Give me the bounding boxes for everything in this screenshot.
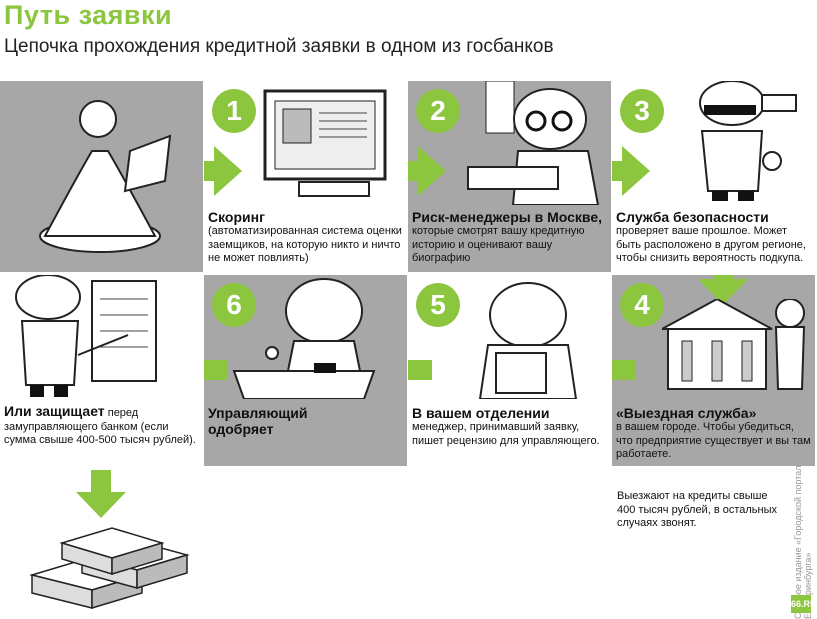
step-4-heading: «Выездная служба» bbox=[616, 405, 757, 421]
arrow-right-icon bbox=[408, 146, 446, 196]
step-1-text: Скоринг (автоматизированная система оцен… bbox=[208, 209, 404, 266]
step-7-heading: Или защищает bbox=[4, 403, 105, 419]
step-3-cell: 3 Служба безопасности проверяет ваше про… bbox=[612, 81, 815, 272]
step-5-number: 5 bbox=[416, 283, 460, 327]
step-1-number: 1 bbox=[212, 89, 256, 133]
step-1-heading: Скоринг bbox=[208, 209, 265, 225]
step-7-body: замуправляющего банком (если сумма свыше… bbox=[4, 420, 196, 447]
arrow-right-icon bbox=[612, 146, 650, 196]
step-1-cell: 1 Скоринг (автоматизированная система оц… bbox=[204, 81, 407, 272]
step-1-body: (автоматизированная система оценки заемщ… bbox=[208, 225, 402, 264]
security-agent-icon bbox=[699, 81, 797, 201]
step-4-cell: 4 «Выездная служба» в вашем городе. Чтоб… bbox=[612, 275, 815, 466]
credit-text: Сетевое издание «Городской портал Екатер… bbox=[793, 465, 813, 619]
step-7-cell: Или защищает перед замуправляющего банко… bbox=[0, 275, 203, 466]
step-7-text: Или защищает перед замуправляющего банко… bbox=[4, 403, 200, 448]
bank-clerk-icon bbox=[478, 282, 578, 399]
site-logo: 66.RU bbox=[791, 595, 817, 613]
step-2-cell: 2 Риск-менеджеры в Москве, которые смотр… bbox=[408, 81, 611, 272]
applicant-figure-icon bbox=[39, 100, 172, 253]
step-6-number: 6 bbox=[212, 283, 256, 327]
risk-manager-icon bbox=[467, 81, 600, 205]
monitor-icon bbox=[263, 89, 387, 197]
step-3-number: 3 bbox=[620, 89, 664, 133]
arrow-down-icon bbox=[76, 470, 126, 518]
arrow-down-icon bbox=[698, 275, 748, 305]
step-7-heading-tail: перед bbox=[107, 407, 139, 419]
step-2-number: 2 bbox=[416, 89, 460, 133]
page-title: Путь заявки bbox=[4, 0, 173, 30]
arrow-left-icon bbox=[612, 360, 636, 380]
step-5-text: В вашем отделении менеджер, принимавший … bbox=[412, 405, 608, 448]
money-stacks-icon bbox=[29, 527, 190, 610]
step-6-heading: Управляющий одобряет bbox=[208, 405, 308, 437]
step-4-note: Выезжают на кредиты свыше 400 тысяч рубл… bbox=[617, 490, 777, 529]
step-2-heading: Риск-менеджеры в Москве, bbox=[412, 209, 603, 225]
step-2-body: которые смотрят вашу кредитную историю и… bbox=[412, 225, 585, 264]
step-2-text: Риск-менеджеры в Москве, которые смотрят… bbox=[412, 209, 608, 266]
step-4-text: «Выездная служба» в вашем городе. Чтобы … bbox=[616, 405, 812, 462]
step-3-body: проверяет ваше прошлое. Может быть распо… bbox=[616, 225, 806, 264]
page-subtitle: Цепочка прохождения кредитной заявки в о… bbox=[4, 36, 554, 57]
step-4-body: в вашем городе. Чтобы убедиться, что пре… bbox=[616, 421, 811, 460]
start-cell bbox=[0, 81, 203, 272]
step-3-heading: Служба безопасности bbox=[616, 209, 769, 225]
step-6-text: Управляющий одобряет bbox=[208, 405, 404, 437]
office-building-icon bbox=[662, 299, 806, 390]
manager-desk-icon bbox=[232, 278, 376, 399]
steps-grid: 1 Скоринг (автоматизированная система оц… bbox=[0, 81, 817, 466]
arrow-left-icon bbox=[204, 360, 228, 380]
step-5-body: менеджер, принимавший заявку, пишет реце… bbox=[412, 421, 600, 447]
arrow-right-icon bbox=[204, 146, 242, 196]
presenter-icon bbox=[15, 275, 157, 397]
step-6-cell: 6 Управляющий одобряет bbox=[204, 275, 407, 466]
step-4-number: 4 bbox=[620, 283, 664, 327]
step-3-text: Служба безопасности проверяет ваше прошл… bbox=[616, 209, 812, 266]
arrow-left-icon bbox=[408, 360, 432, 380]
step-5-cell: 5 В вашем отделении менеджер, принимавши… bbox=[408, 275, 611, 466]
step-5-heading: В вашем отделении bbox=[412, 405, 550, 421]
